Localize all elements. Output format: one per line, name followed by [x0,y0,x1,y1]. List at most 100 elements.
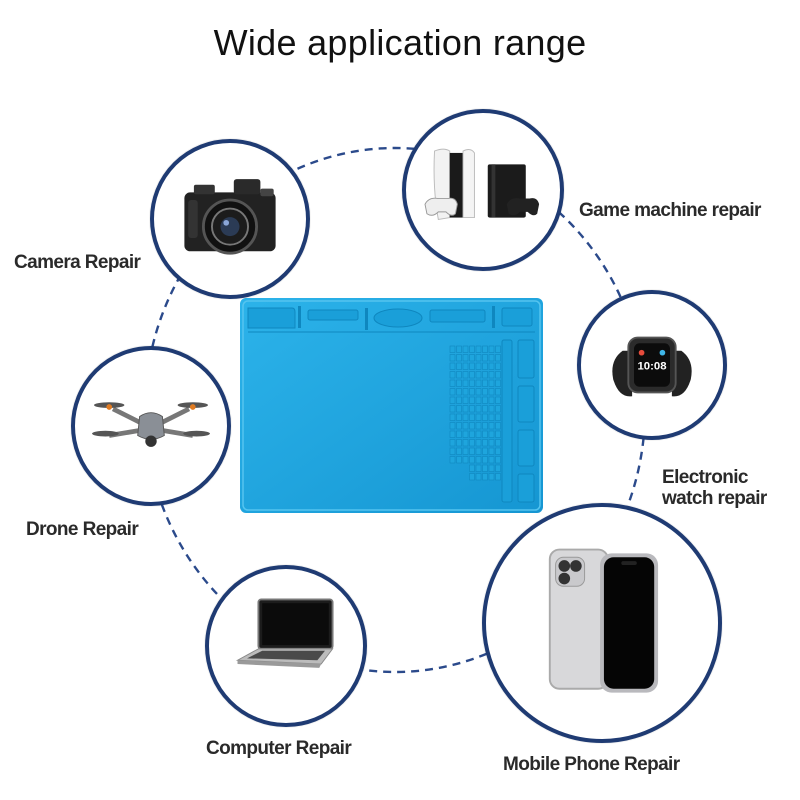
computer-bubble [205,565,367,727]
mat-grid-cell [495,456,501,464]
svg-text:10:08: 10:08 [637,361,666,373]
mat-grid-cell [449,345,456,353]
mat-grid-cell [488,456,495,464]
mat-grid-cell [495,430,501,438]
mat-grid-cell [469,405,475,413]
mat-grid-cell [469,447,475,455]
mat-grid-cell [456,362,462,370]
silicone-repair-mat [240,298,543,513]
camera-bubble [150,139,310,299]
mat-grid-cell [488,405,495,413]
mat-grid-cell [469,354,475,362]
mat-grid-cell [495,371,501,379]
mat-grid-cell [475,447,482,455]
mat-grid-cell [495,362,501,370]
mat-grid-cell [495,473,501,481]
mat-grid-cell [488,345,495,353]
mat-grid-cell [475,362,482,370]
computer-repair-label: Computer Repair [206,738,352,759]
mat-grid-cell [482,430,488,438]
mat-grid-cell [449,379,456,387]
mat-grid-cell [456,371,462,379]
mat-grid-cell [482,388,488,396]
mat-grid-cell [449,430,456,438]
mat-grid-cell [475,405,482,413]
camera-icon [184,179,276,255]
mat-grid-cell [462,388,469,396]
mat-grid-cell [482,447,488,455]
camera-repair-label: Camera Repair [14,252,141,273]
mat-grid-cell [482,371,488,379]
drone-repair-label: Drone Repair [26,519,139,540]
mat-grid-cell [469,473,475,481]
mat-grid-cell [495,413,501,421]
mat-grid-cell [488,371,495,379]
mat-grid-cell [482,439,488,447]
mat-grid-cell [475,473,482,481]
mat-grid-cell [475,456,482,464]
mat-grid-cell [469,379,475,387]
mobile-phone-repair-label: Mobile Phone Repair [503,754,680,775]
mat-grid-cell [456,422,462,430]
mat-grid-cell [475,413,482,421]
mat-grid-cell [495,379,501,387]
mat-grid-cell [482,422,488,430]
mat-grid-cell [482,396,488,404]
mat-grid-cell [469,439,475,447]
mat-grid-cell [482,362,488,370]
mat-grid-cell [456,354,462,362]
mat-grid-cell [495,345,501,353]
mat-grid-cell [475,464,482,472]
mat-grid-cell [449,371,456,379]
mat-grid-cell [449,413,456,421]
game-machine-repair-label: Game machine repair [579,200,761,221]
mat-grid-cell [488,430,495,438]
mat-grid-cell [495,405,501,413]
mat-grid-cell [456,379,462,387]
mat-grid-cell [495,447,501,455]
mat-grid-cell [462,447,469,455]
mat-grid-cell [488,473,495,481]
mat-grid-cell [475,422,482,430]
mat-grid-cell [449,388,456,396]
mat-grid-cell [449,405,456,413]
mat-grid-cell [462,371,469,379]
game-console-icon [424,148,540,221]
mat-grid-cell [482,354,488,362]
mat-grid-cell [456,413,462,421]
mat-grid-cell [449,362,456,370]
mat-grid-cell [475,388,482,396]
mat-grid-cell [495,422,501,430]
phone-bubble [482,503,722,743]
mat-grid-cell [462,405,469,413]
mat-grid-cell [482,473,488,481]
mat-grid-cell [488,354,495,362]
mat-grid-cell [462,413,469,421]
mat-grid-cell [462,379,469,387]
mat-grid-cell [456,430,462,438]
mat-grid-cell [482,379,488,387]
mat-grid-cell [488,388,495,396]
mat-grid-cell [482,464,488,472]
mat-grid-cell [469,396,475,404]
drone-icon [92,402,210,447]
mat-grid-cell [469,422,475,430]
mat-grid-cell [456,345,462,353]
mat-grid-cell [462,345,469,353]
mat-grid-cell [456,447,462,455]
mat-grid-cell [482,456,488,464]
mat-grid-cell [495,388,501,396]
laptop-icon [235,598,334,668]
mat-grid-cell [475,396,482,404]
mat-grid-cell [475,430,482,438]
mat-grid-cell [449,456,456,464]
mat-grid-cell [456,439,462,447]
mat-grid-cell [475,371,482,379]
mat-grid-cell [449,439,456,447]
mat-grid-cell [488,396,495,404]
mat-grid-cell [488,464,495,472]
mat-grid-cell [495,439,501,447]
game-bubble [402,109,564,271]
mat-grid-cell [462,362,469,370]
mat-grid-cell [488,379,495,387]
